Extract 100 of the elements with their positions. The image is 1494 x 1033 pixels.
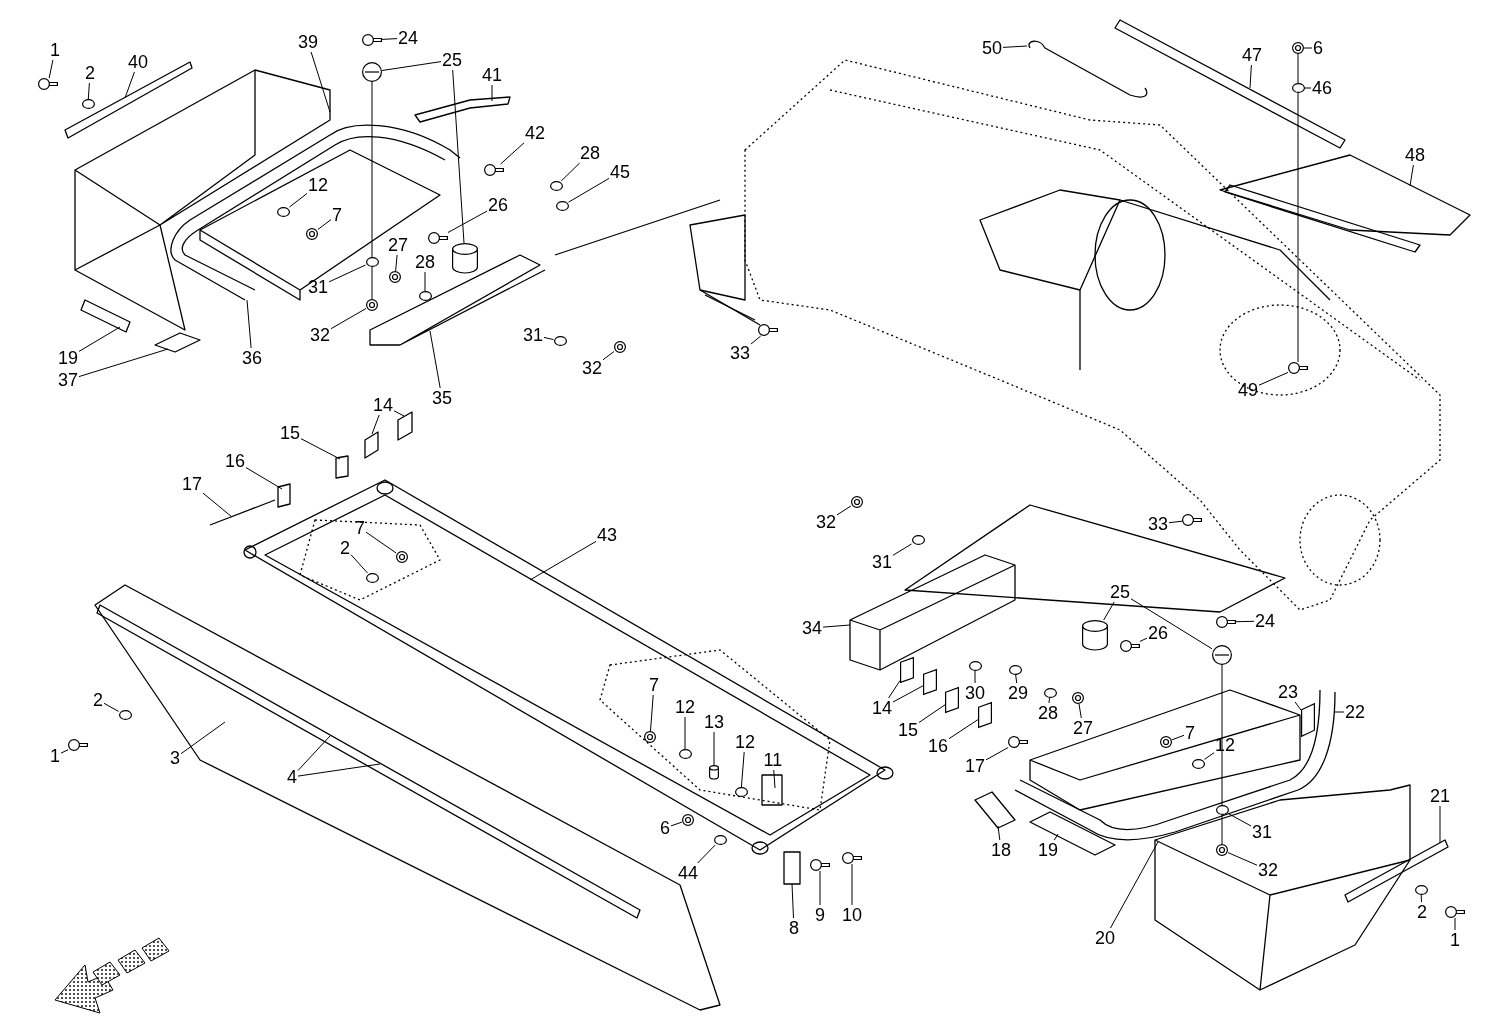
- callout-number: 42: [524, 123, 547, 143]
- leader-line: [1015, 674, 1018, 684]
- callout-number: 30: [964, 683, 987, 703]
- leader-line: [300, 438, 341, 460]
- callout-number: 3: [169, 748, 181, 768]
- callout-number: 39: [297, 32, 320, 52]
- leader-line: [328, 264, 366, 283]
- nut-drawing: [682, 814, 694, 826]
- bolt-drawing: [1216, 616, 1236, 628]
- leader-line: [791, 883, 794, 919]
- leader-line: [1454, 917, 1456, 931]
- callout-number: 17: [964, 756, 987, 776]
- callout-number: 7: [648, 675, 660, 695]
- spacer-drawing: [709, 765, 719, 779]
- nut-drawing: [396, 551, 408, 563]
- callout-number: 32: [815, 512, 838, 532]
- leader-line: [78, 326, 121, 352]
- leader-line: [1294, 701, 1302, 711]
- assembly-line: [1221, 664, 1223, 806]
- leader-line: [650, 694, 654, 732]
- washer-drawing: [911, 535, 925, 545]
- bushing-drawing: [452, 243, 478, 273]
- callout-number: 15: [897, 720, 920, 740]
- leader-line: [697, 844, 716, 864]
- leader-line: [78, 348, 169, 378]
- callout-number: 6: [1312, 38, 1324, 58]
- leader-line: [330, 308, 367, 330]
- callout-number: 25: [1109, 582, 1132, 602]
- washer-drawing: [549, 181, 563, 191]
- leader-line: [60, 749, 69, 754]
- bolt-drawing: [1008, 736, 1028, 748]
- leader-line: [393, 410, 405, 417]
- leader-line: [297, 763, 381, 777]
- callout-number: 43: [596, 525, 619, 545]
- leader-line: [48, 59, 54, 79]
- nut-drawing: [851, 496, 863, 508]
- leader-line: [1420, 894, 1422, 903]
- callout-number: 47: [1241, 45, 1264, 65]
- callout-number: 10: [841, 905, 864, 925]
- washer-drawing: [734, 787, 748, 797]
- nut-drawing: [1216, 844, 1228, 856]
- washer-drawing: [713, 835, 727, 845]
- bolt-drawing: [1288, 362, 1308, 374]
- callout-number: 6: [659, 818, 671, 838]
- leader-line: [1002, 45, 1028, 48]
- callout-number: 33: [729, 343, 752, 363]
- callout-number: 16: [224, 451, 247, 471]
- washer-drawing: [365, 573, 379, 583]
- callout-number: 2: [92, 690, 104, 710]
- leader-line: [429, 330, 441, 389]
- bolt-drawing: [1120, 640, 1140, 652]
- washer-drawing: [276, 207, 290, 217]
- leader-line: [670, 821, 683, 827]
- bolt-drawing: [68, 739, 88, 751]
- washer-drawing: [1291, 83, 1305, 93]
- leader-line: [103, 702, 119, 712]
- leader-line: [948, 719, 979, 740]
- assembly-line: [371, 81, 373, 258]
- leader-line: [892, 543, 912, 556]
- leader-line: [892, 685, 924, 703]
- callout-number: 27: [387, 235, 410, 255]
- callout-number: 1: [49, 40, 61, 60]
- callout-number: 24: [397, 28, 420, 48]
- nut-drawing: [1072, 692, 1084, 704]
- leader-line: [985, 747, 1009, 761]
- leader-line: [851, 863, 853, 906]
- leader-line: [1227, 852, 1258, 866]
- callout-number: 33: [1147, 514, 1170, 534]
- callout-number: 1: [1449, 930, 1461, 950]
- washer-drawing: [1414, 885, 1428, 895]
- callout-number: 29: [1007, 683, 1030, 703]
- callout-number: 37: [57, 370, 80, 390]
- bolt-drawing: [1182, 514, 1202, 526]
- washer-drawing: [118, 710, 132, 720]
- nut-drawing: [614, 341, 626, 353]
- callout-number: 17: [181, 474, 204, 494]
- nut-drawing: [366, 299, 378, 311]
- callout-number: 12: [307, 175, 330, 195]
- leader-line: [447, 210, 488, 233]
- callout-number: 13: [703, 712, 726, 732]
- bolt-drawing: [810, 859, 830, 871]
- callout-number: 27: [1072, 718, 1095, 738]
- callout-number: 19: [1037, 840, 1060, 860]
- leader-line: [124, 71, 135, 99]
- leader-line: [1303, 47, 1313, 49]
- leader-line: [1439, 805, 1441, 844]
- callout-number: 7: [1184, 723, 1196, 743]
- callout-number: 24: [1254, 611, 1277, 631]
- callout-number: 7: [331, 205, 343, 225]
- leader-line: [740, 751, 745, 788]
- leader-line: [888, 680, 901, 699]
- leader-line: [246, 299, 252, 349]
- leader-line: [1409, 164, 1414, 187]
- callout-number: 49: [1237, 380, 1260, 400]
- leader-line: [1130, 598, 1213, 650]
- leader-line: [713, 731, 715, 766]
- leader-line: [1204, 752, 1215, 760]
- callout-number: 45: [609, 162, 632, 182]
- leader-line: [180, 721, 226, 755]
- callout-number: 21: [1429, 786, 1452, 806]
